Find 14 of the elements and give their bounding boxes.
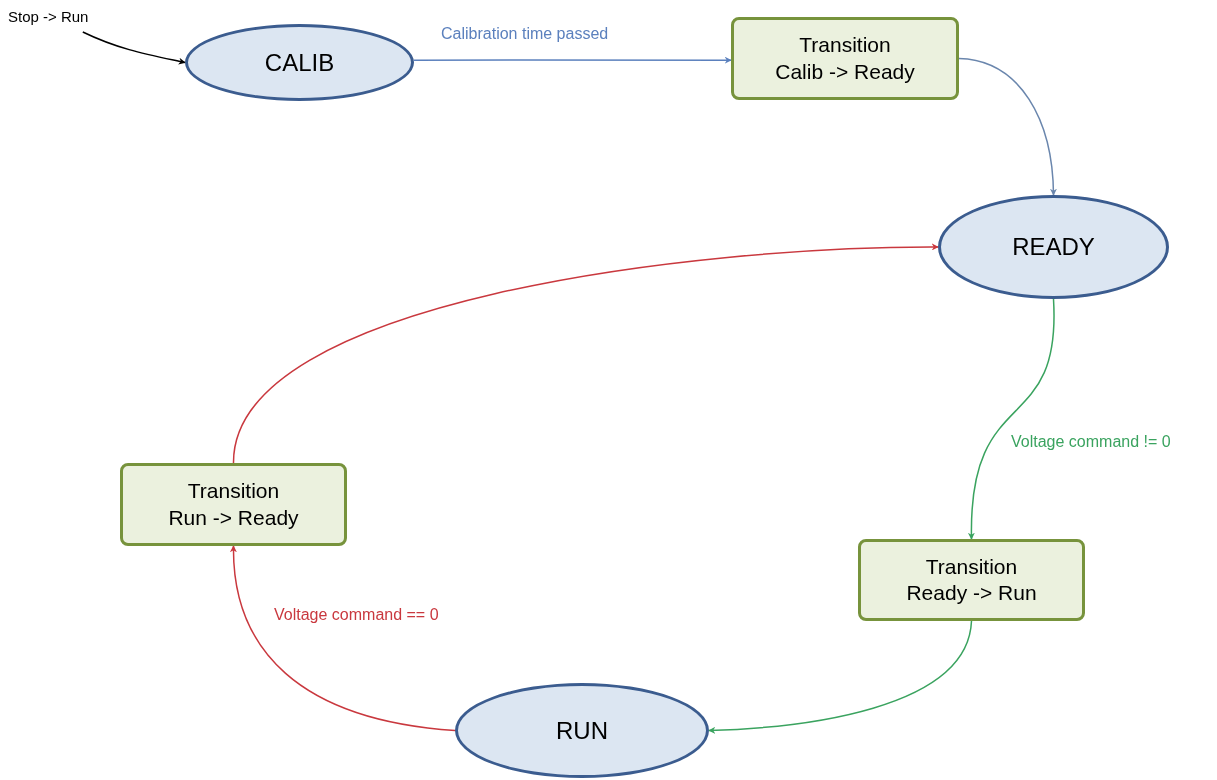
arrow	[230, 545, 456, 732]
arrow	[82, 31, 186, 65]
transition-box: Transition Calib -> Ready	[731, 17, 959, 100]
state-ellipse: CALIB	[185, 24, 414, 101]
arrow	[968, 298, 1055, 540]
state-ellipse: READY	[938, 195, 1169, 299]
transition-box: Transition Ready -> Run	[858, 539, 1085, 621]
arrow	[232, 243, 939, 464]
transition-box: Transition Run -> Ready	[120, 463, 347, 546]
arrow	[708, 620, 973, 734]
arrow	[413, 56, 732, 64]
start-label: Stop -> Run	[8, 6, 118, 32]
arrow	[958, 57, 1057, 196]
state-ellipse: RUN	[455, 683, 709, 778]
